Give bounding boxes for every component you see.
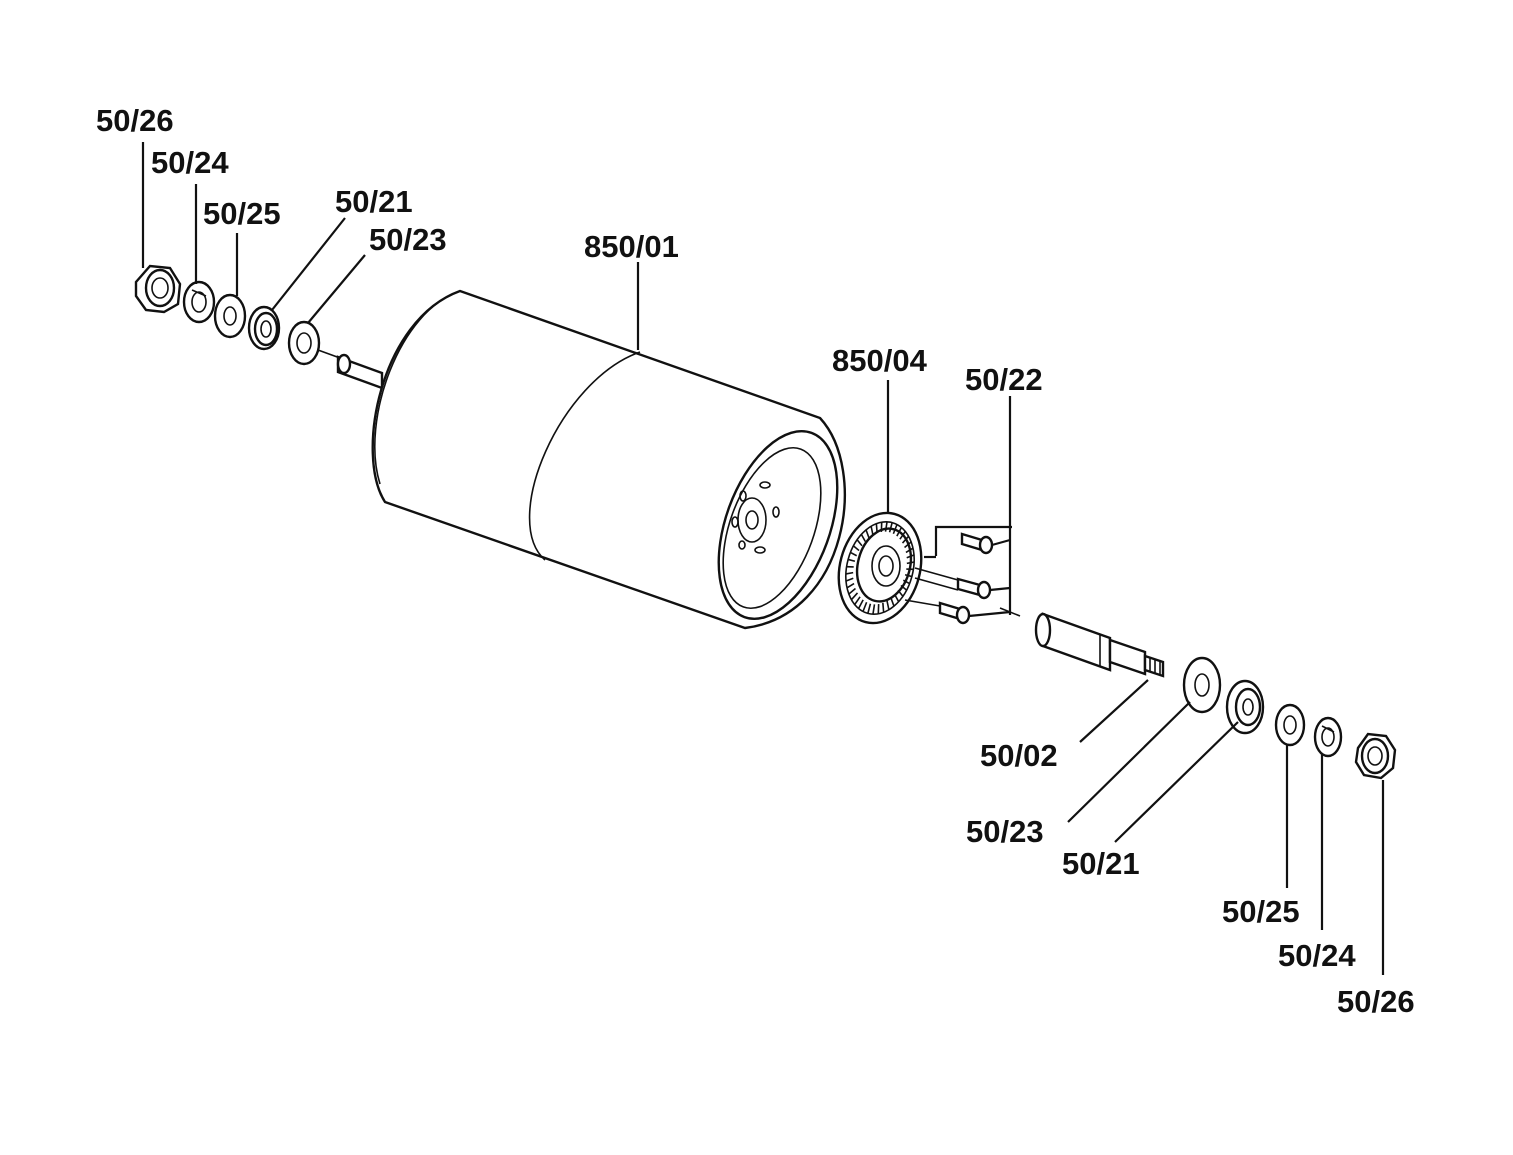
gear-tooth: [904, 573, 913, 578]
gear-tooth: [905, 547, 914, 554]
gear-tooth: [845, 571, 854, 575]
left-bearing-50-21: [247, 305, 281, 351]
gear-tooth: [896, 527, 903, 537]
gear-tooth: [857, 599, 864, 609]
gear-tooth: [845, 577, 854, 582]
left-washer-50-25: [213, 293, 247, 339]
gear-tooth: [875, 523, 878, 534]
callout-left-lock-washer: 50/24: [151, 145, 229, 180]
gear-tooth: [902, 579, 910, 585]
gear-tooth: [890, 597, 895, 607]
callout-right-bearing: 50/21: [1062, 846, 1140, 881]
gear-tooth: [888, 522, 893, 533]
drum-850-01: [336, 289, 846, 630]
right-lock-washer-50-24: [1313, 716, 1343, 758]
screws-50-22: [904, 396, 1021, 625]
gear-tooth: [856, 539, 863, 547]
gear-tooth: [884, 521, 888, 532]
gear-tooth: [900, 584, 908, 591]
callout-left-nut: 50/26: [96, 103, 174, 138]
right-spacer-50-23: [1182, 656, 1222, 714]
gear-tooth: [901, 535, 910, 544]
gear-850-04: [837, 511, 923, 625]
gear-tooth: [862, 601, 868, 612]
left-lock-washer-50-24: [182, 280, 216, 324]
shaft-50-02: [1034, 612, 1165, 678]
gear-tooth: [906, 561, 915, 565]
screw-bottom: [938, 601, 971, 625]
gear-tooth: [852, 545, 860, 552]
gear-tooth: [865, 529, 870, 539]
gear-tooth: [867, 603, 872, 614]
right-nut-50-26: [1354, 732, 1397, 780]
gear-tooth: [848, 587, 856, 595]
gear-tooth: [847, 558, 856, 563]
callout-right-washer: 50/25: [1222, 894, 1300, 929]
gear-tooth: [870, 526, 874, 536]
gear-tooth: [882, 602, 885, 613]
callout-right-spacer: 50/23: [966, 814, 1044, 849]
gear-tooth: [850, 592, 859, 601]
gear-tooth: [854, 596, 861, 606]
left-axis-line: [317, 349, 341, 359]
callout-right-lock-washer: 50/24: [1278, 938, 1356, 973]
screw-middle: [956, 577, 992, 600]
callout-gear: 850/04: [832, 343, 928, 378]
gear-tooth: [899, 530, 906, 540]
callout-left-spacer: 50/23: [369, 222, 447, 257]
callout-left-washer: 50/25: [203, 196, 281, 231]
callout-left-bearing: 50/21: [335, 184, 413, 219]
gear-tooth: [850, 551, 858, 557]
callout-right-nut: 50/26: [1337, 984, 1415, 1019]
callout-drum: 850/01: [584, 229, 679, 264]
gear-tooth: [904, 541, 912, 549]
gear-tooth: [892, 524, 898, 535]
gear-tooth: [872, 604, 876, 615]
gear-tooth: [860, 534, 867, 542]
gear-tooth: [897, 589, 904, 597]
screw-top: [960, 532, 994, 555]
right-bearing-50-21: [1225, 679, 1265, 735]
gear-tooth: [886, 600, 890, 610]
left-nut-50-26: [134, 264, 182, 314]
left-spacer-50-23: [287, 320, 321, 366]
callout-shaft: 50/02: [980, 738, 1058, 773]
gear-tooth: [906, 554, 915, 559]
callout-screws: 50/22: [965, 362, 1043, 397]
gear-tooth: [846, 582, 855, 589]
right-washer-50-25: [1274, 703, 1306, 747]
leader-lines: [141, 142, 1385, 975]
gear-tooth: [893, 594, 900, 602]
